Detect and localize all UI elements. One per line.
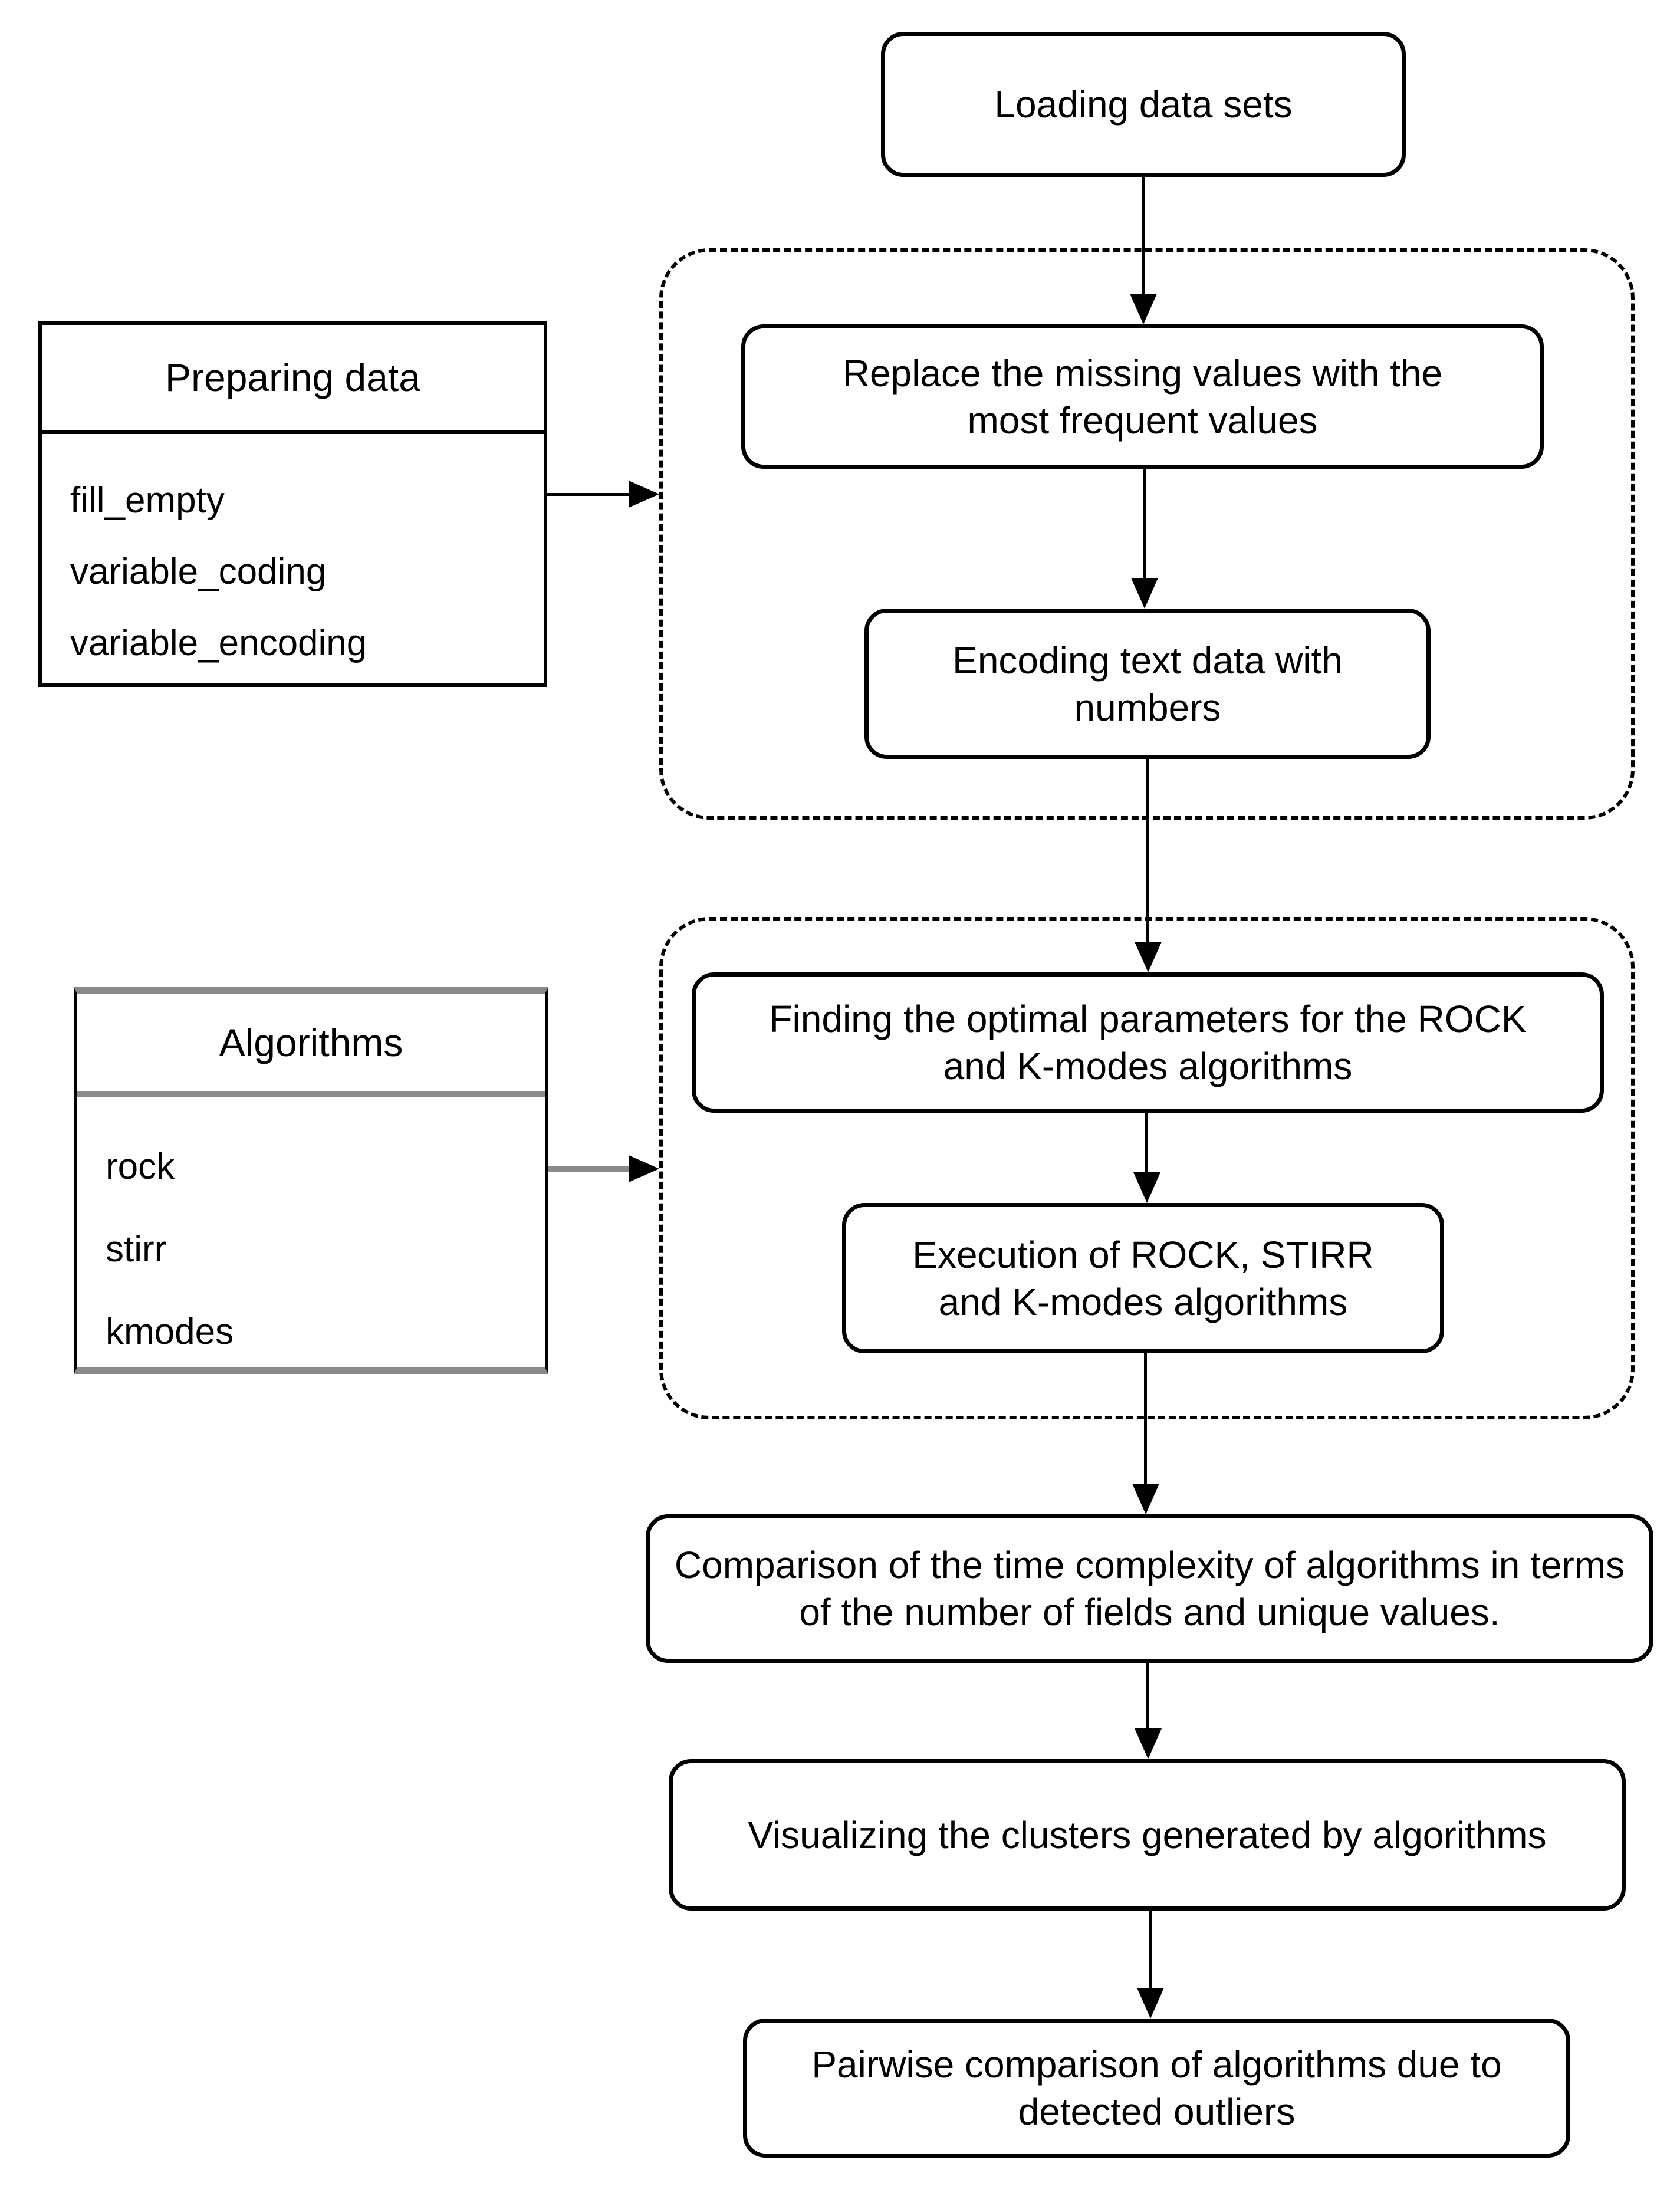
node-loading-data-sets: Loading data sets — [881, 32, 1406, 177]
node-replace-missing-values-label: Replace the missing values with the most… — [842, 351, 1443, 442]
arrow-line — [548, 1166, 631, 1172]
node-visualizing-clusters-label: Visualizing the clusters generated by al… — [748, 1813, 1547, 1856]
module-item-stirr: stirr — [106, 1229, 167, 1270]
arrow-line — [1149, 1911, 1152, 1996]
node-replace-missing-values: Replace the missing values with the most… — [741, 324, 1544, 469]
node-execution-of-algorithms: Execution of ROCK, STIRR and K-modes alg… — [842, 1203, 1444, 1353]
module-item-kmodes: kmodes — [106, 1311, 234, 1352]
node-loading-data-sets-label: Loading data sets — [994, 83, 1293, 126]
module-algorithms-title: Algorithms — [77, 994, 545, 1097]
module-item-variable-encoding: variable_encoding — [70, 623, 367, 663]
module-item-variable-coding: variable_coding — [70, 551, 327, 592]
node-time-complexity-comparison: Comparison of the time complexity of alg… — [646, 1514, 1653, 1663]
module-item-rock: rock — [106, 1146, 175, 1187]
arrow-head-right-icon — [629, 481, 659, 508]
arrow-head-down-icon — [1137, 1988, 1164, 2019]
node-encoding-text-data-label: Encoding text data with numbers — [952, 639, 1343, 729]
node-encoding-text-data: Encoding text data with numbers — [864, 609, 1431, 759]
arrow-head-down-icon — [1131, 578, 1158, 609]
arrow-line — [1146, 1663, 1149, 1737]
arrow-line — [1144, 1353, 1147, 1492]
node-finding-optimal-parameters: Finding the optimal parameters for the R… — [692, 972, 1604, 1113]
node-time-complexity-comparison-label: Comparison of the time complexity of alg… — [674, 1544, 1625, 1633]
arrow-line — [1143, 469, 1146, 587]
arrow-line — [1145, 1113, 1148, 1181]
module-algorithms: Algorithms rock stirr kmodes — [74, 987, 548, 1374]
arrow-head-down-icon — [1135, 1728, 1162, 1759]
arrow-line — [1146, 759, 1149, 949]
arrow-line — [547, 493, 630, 496]
arrow-head-down-icon — [1133, 1172, 1160, 1203]
arrow-head-right-icon — [629, 1155, 659, 1182]
arrow-line — [1142, 177, 1145, 302]
arrow-head-down-icon — [1135, 942, 1162, 972]
arrow-head-down-icon — [1130, 294, 1157, 324]
module-preparing-data-title: Preparing data — [42, 325, 544, 434]
module-preparing-data: Preparing data fill_empty variable_codin… — [38, 321, 547, 687]
node-execution-of-algorithms-label: Execution of ROCK, STIRR and K-modes alg… — [912, 1233, 1374, 1323]
arrow-head-down-icon — [1132, 1484, 1159, 1514]
node-visualizing-clusters: Visualizing the clusters generated by al… — [669, 1759, 1626, 1911]
node-pairwise-comparison: Pairwise comparison of algorithms due to… — [743, 2019, 1570, 2158]
module-item-fill-empty: fill_empty — [70, 480, 225, 521]
module-algorithms-items: rock stirr kmodes — [77, 1097, 545, 1373]
node-pairwise-comparison-label: Pairwise comparison of algorithms due to… — [811, 2043, 1502, 2133]
node-finding-optimal-parameters-label: Finding the optimal parameters for the R… — [769, 998, 1527, 1087]
module-preparing-data-items: fill_empty variable_coding variable_enco… — [42, 434, 544, 679]
